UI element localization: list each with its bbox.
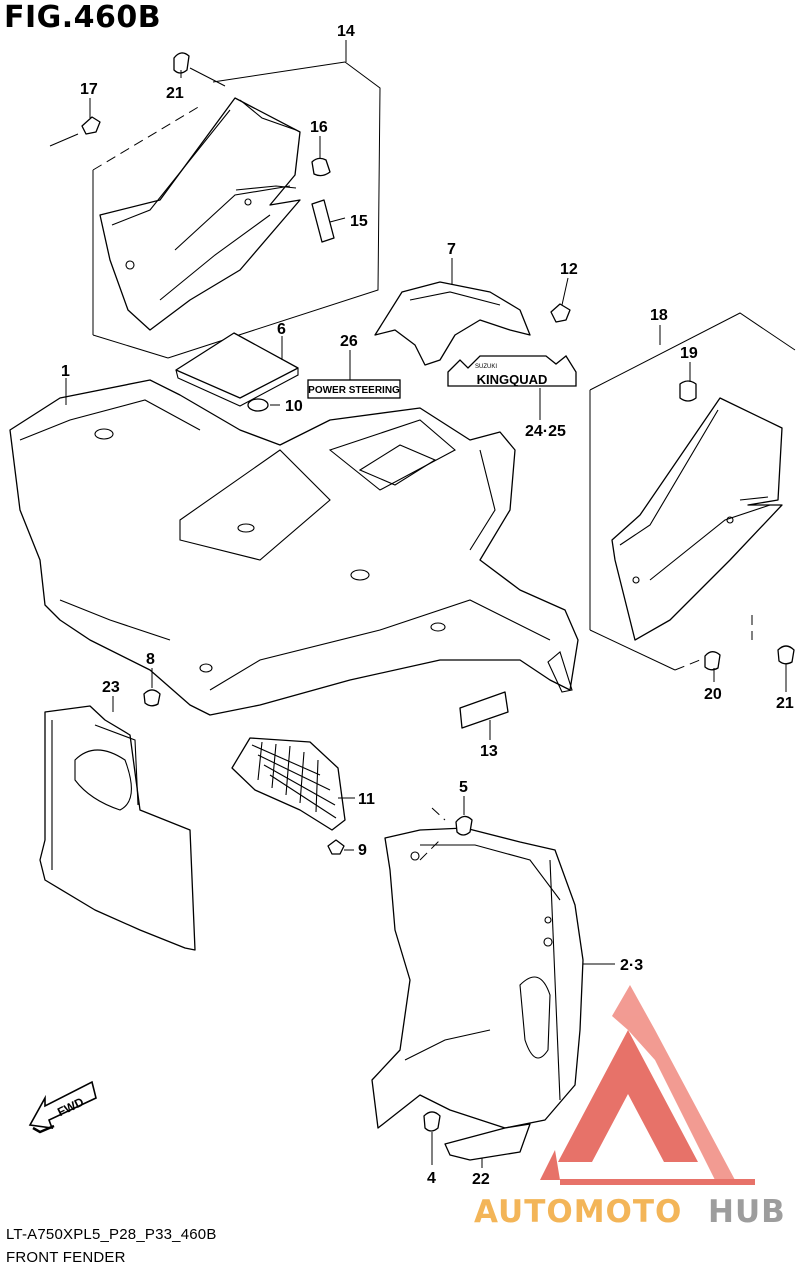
part-5-clip	[455, 815, 473, 836]
callout-8: 8	[146, 651, 155, 668]
watermark-logo	[540, 985, 755, 1185]
part-16-grommet	[311, 157, 331, 177]
part-13-pad	[459, 691, 509, 729]
figure-title: FIG.460B	[4, 0, 162, 35]
callout-17: 17	[80, 81, 98, 98]
watermark-text: AUTOMOTO HUB	[474, 1194, 786, 1230]
model-code: LT-A750XPL5_P28_P33_460B	[6, 1226, 217, 1243]
callout-4: 4	[427, 1170, 436, 1187]
callout-1: 1	[61, 363, 70, 380]
callout-7: 7	[447, 241, 456, 258]
callout-labels: 14 21 17 16 15 7 12 6 26 18 19 1 10 24·2…	[61, 23, 794, 1188]
part-2-3-inner-fender	[371, 827, 584, 1129]
callout-23: 23	[102, 679, 120, 696]
watermark-text-right: HUB	[708, 1194, 786, 1230]
part-8-bolt	[143, 689, 161, 707]
part-19-grommet	[679, 380, 697, 402]
callout-12: 12	[560, 261, 578, 278]
decal-26-text: POWER STEERING	[308, 385, 400, 396]
part-22-pad	[444, 1123, 531, 1161]
leader-lines	[65, 40, 787, 1168]
callout-5: 5	[459, 779, 468, 796]
decal-24-25-text: KINGQUAD	[477, 372, 548, 387]
part-12-clip	[550, 303, 571, 323]
callout-6: 6	[277, 321, 286, 338]
part-14-side-guard	[99, 97, 301, 331]
part-1-front-fender	[9, 379, 579, 716]
callout-14: 14	[337, 23, 355, 40]
callout-2-3: 2·3	[620, 957, 643, 974]
callout-13: 13	[480, 743, 498, 760]
watermark-text-left: AUTOMOTO	[474, 1194, 682, 1230]
part-15-pad	[311, 199, 335, 243]
part-4-clip	[423, 1111, 441, 1132]
callout-10: 10	[285, 398, 303, 415]
part-21-clip-right	[777, 645, 795, 665]
part-21-clip-top	[173, 52, 190, 74]
decal-24-25-subtext: SUZUKI	[475, 364, 497, 370]
callout-18: 18	[650, 307, 668, 324]
callout-9: 9	[358, 842, 367, 859]
callout-21-top: 21	[166, 85, 184, 102]
callout-22: 22	[472, 1171, 490, 1188]
part-18-side-guard	[611, 397, 783, 641]
part-6-lid	[175, 332, 299, 407]
fwd-arrow-icon: FWD	[28, 1080, 97, 1134]
part-11-grille	[231, 737, 346, 831]
decal-26-power-steering: POWER STEERING	[307, 379, 401, 399]
callout-20: 20	[704, 686, 722, 703]
decal-24-25-kingquad: SUZUKI KINGQUAD	[447, 355, 577, 387]
part-17-clip	[81, 116, 101, 135]
callout-21-right: 21	[776, 695, 794, 712]
part-23-mud-guard	[39, 705, 196, 951]
callout-24-25: 24·25	[525, 423, 566, 440]
callout-19: 19	[680, 345, 698, 362]
callout-16: 16	[310, 119, 328, 136]
part-10-cushion	[247, 398, 269, 412]
figure-name: FRONT FENDER	[6, 1249, 126, 1266]
part-9-screw	[327, 839, 345, 855]
callout-11: 11	[358, 791, 375, 808]
inset-box-right	[589, 312, 796, 671]
part-7-cover	[374, 281, 531, 366]
inset-box-left	[49, 61, 381, 359]
part-20-clip	[704, 651, 721, 671]
callout-26: 26	[340, 333, 358, 350]
callout-15: 15	[350, 213, 368, 230]
